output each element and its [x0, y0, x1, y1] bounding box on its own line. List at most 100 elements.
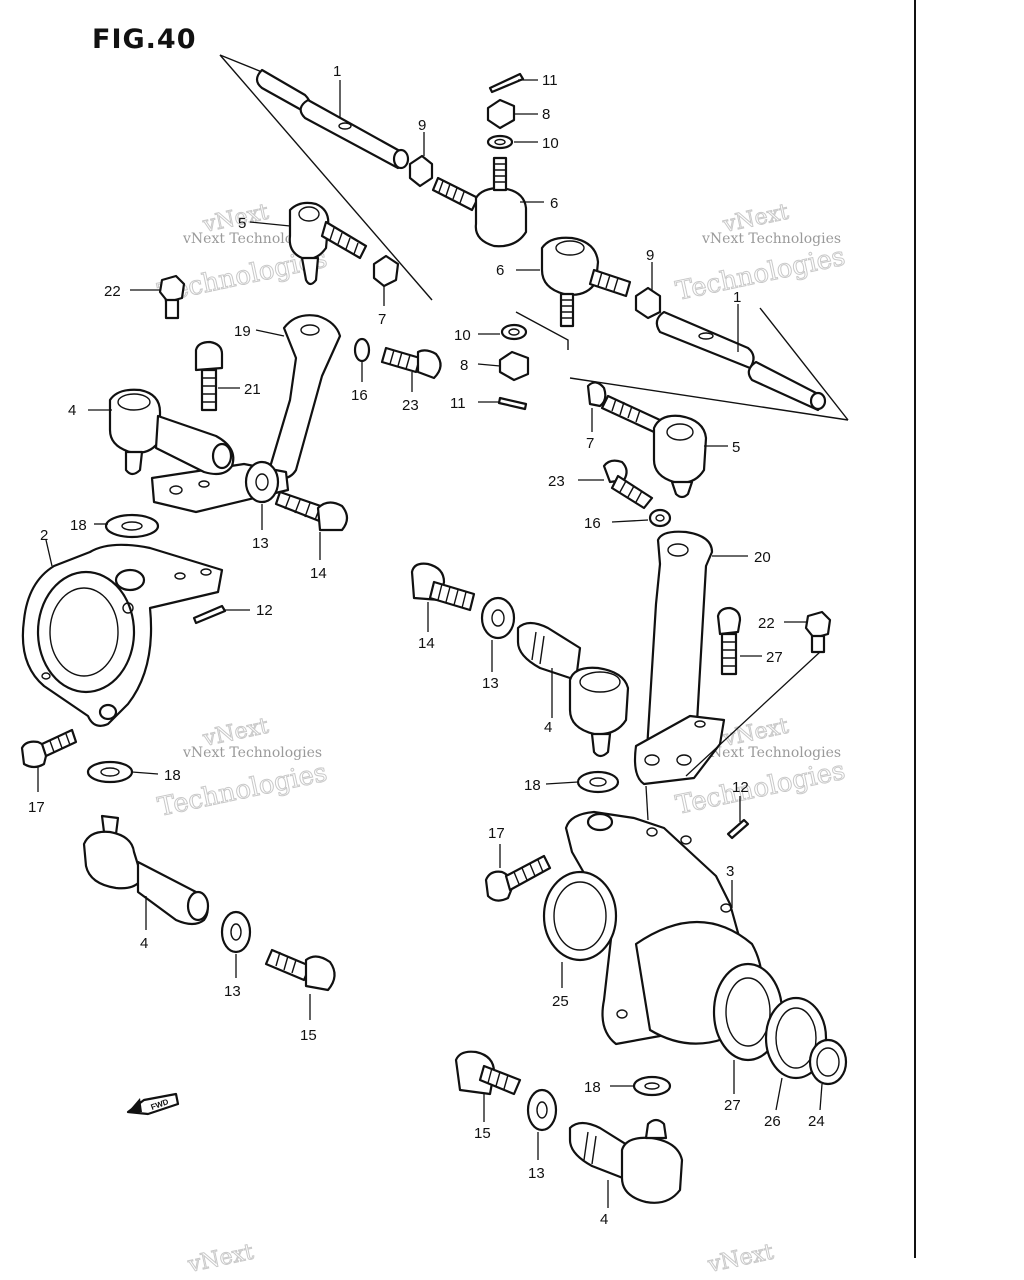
- washer-13-lower-right: [526, 1088, 558, 1132]
- part-label-3: 3: [726, 863, 734, 880]
- part-label-4: 4: [68, 402, 76, 419]
- part-label-21: 21: [244, 381, 261, 398]
- part-label-8: 8: [542, 106, 550, 123]
- part-label-13: 13: [528, 1165, 545, 1182]
- part-label-14: 14: [310, 565, 327, 582]
- part-label-18: 18: [70, 517, 87, 534]
- bolt-22-left: [158, 274, 186, 320]
- part-label-23: 23: [402, 397, 419, 414]
- dashed-bracket-right: [515, 311, 569, 350]
- bolt-21: [194, 340, 224, 412]
- bolt-15-right: [454, 1050, 522, 1096]
- washer-18-right-upper: [576, 770, 620, 794]
- watermark-mid-left: vNext vNext Technologies Technologies: [155, 713, 331, 823]
- drag-link-end-4-lower-right: [568, 1118, 684, 1204]
- watermark-brand: vNext: [705, 1240, 776, 1278]
- watermark-word: Technologies: [673, 242, 848, 307]
- bolt-22-right: [804, 610, 832, 654]
- washer-18-right-lower: [632, 1075, 672, 1097]
- leader-lines: [37, 79, 823, 1208]
- part-label-5: 5: [238, 215, 246, 232]
- bolt-17-right: [484, 854, 552, 902]
- washer-13-left: [244, 460, 280, 504]
- tie-rod-right: [569, 307, 849, 421]
- part-label-12: 12: [732, 779, 749, 796]
- part-number-labels: 1 11 8 9 10 6 5 7 22 19 4 21 16 23 18 13…: [28, 63, 825, 1228]
- part-label-15: 15: [474, 1125, 491, 1142]
- nut-9-right: [634, 286, 662, 320]
- part-label-2: 2: [40, 527, 48, 544]
- part-label-22: 22: [758, 615, 775, 632]
- cotter-pin-11-right: [497, 396, 528, 411]
- tie-rod-end-5-left: [288, 201, 368, 286]
- cotter-pin-11-left: [488, 72, 525, 94]
- part-label-18: 18: [164, 767, 181, 784]
- nut-8-left: [486, 98, 516, 130]
- watermark-word: Technologies: [155, 758, 330, 823]
- nut-7-left: [372, 254, 400, 288]
- part-label-13: 13: [224, 983, 241, 1000]
- bolt-14-left: [274, 490, 349, 532]
- part-label-6: 6: [550, 195, 558, 212]
- part-label-25: 25: [552, 993, 569, 1010]
- watermark-top-right: vNext vNext Technologies Technologies: [673, 199, 849, 307]
- tie-rod-left: [219, 54, 433, 301]
- part-label-27: 27: [766, 649, 783, 666]
- washer-10-right: [500, 323, 528, 341]
- part-label-1: 1: [333, 63, 341, 80]
- arm-20: [633, 530, 726, 786]
- part-label-4: 4: [600, 1211, 608, 1228]
- drag-link-end-4-left: [108, 388, 235, 476]
- cotter-pin-12-left: [192, 604, 227, 625]
- part-label-7: 7: [586, 435, 594, 452]
- page-divider: [914, 0, 916, 1258]
- bolt-15-left: [264, 948, 336, 992]
- watermark-company: vNext Technologies: [182, 745, 322, 761]
- part-label-17: 17: [28, 799, 45, 816]
- part-label-18: 18: [584, 1079, 601, 1096]
- part-label-10: 10: [542, 135, 559, 152]
- part-label-11: 11: [450, 395, 466, 412]
- washer-10-left: [486, 134, 514, 150]
- part-label-10: 10: [454, 327, 471, 344]
- part-label-5: 5: [732, 439, 740, 456]
- tie-rod-end-6-left: [431, 156, 528, 248]
- part-label-26: 26: [764, 1113, 781, 1130]
- part-label-13: 13: [482, 675, 499, 692]
- fwd-arrow: [126, 1092, 180, 1116]
- bolt-17-left: [20, 728, 78, 769]
- part-label-15: 15: [300, 1027, 317, 1044]
- watermark-company: vNext Technologies: [182, 231, 322, 247]
- nut-8-right: [498, 350, 530, 382]
- part-label-19: 19: [234, 323, 251, 340]
- part-label-22: 22: [104, 283, 121, 300]
- part-label-17: 17: [488, 825, 505, 842]
- part-label-7: 7: [378, 311, 386, 328]
- part-label-20: 20: [754, 549, 771, 566]
- part-label-11: 11: [542, 72, 558, 89]
- watermark-bottom: vNext vNext: [185, 1239, 777, 1278]
- part-label-16: 16: [351, 387, 368, 404]
- part-label-9: 9: [646, 247, 654, 264]
- knuckle-2: [21, 543, 224, 727]
- watermark-brand: vNext: [185, 1240, 256, 1278]
- part-label-4: 4: [140, 935, 148, 952]
- washer-18-left-lower: [86, 760, 134, 784]
- tie-rod-end-5-right: [586, 381, 708, 499]
- part-label-23: 23: [548, 473, 565, 490]
- watermark-company: vNext Technologies: [701, 745, 841, 761]
- part-label-8: 8: [460, 357, 468, 374]
- washer-16-right: [648, 508, 672, 528]
- part-label-27: 27: [724, 1097, 741, 1114]
- tie-rod-end-6-right: [540, 236, 632, 328]
- race-24: [808, 1038, 848, 1086]
- bolt-23-right: [602, 459, 654, 510]
- bolt-27-upper: [716, 606, 742, 676]
- washer-13-lower-left: [220, 910, 252, 954]
- part-label-14: 14: [418, 635, 435, 652]
- drag-link-end-4-lower-left: [82, 814, 210, 926]
- part-label-16: 16: [584, 515, 601, 532]
- watermark-company: vNext Technologies: [701, 231, 841, 247]
- part-label-6: 6: [496, 262, 504, 279]
